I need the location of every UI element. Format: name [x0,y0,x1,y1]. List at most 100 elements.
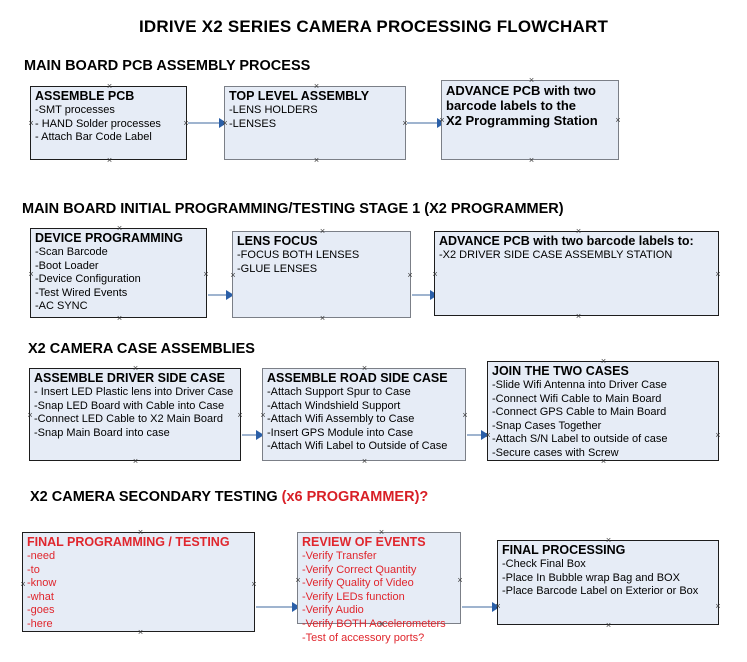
box-review-of-events-title: REVIEW OF EVENTS [302,535,426,549]
box-assemble-driver-side-case-title: ASSEMBLE DRIVER SIDE CASE [34,371,226,385]
box-final-processing-line-2: -Place Barcode Label on Exterior or Box [502,585,699,598]
connector-1b [407,122,441,124]
connector-2a [208,294,230,296]
box-assemble-pcb-title: ASSEMBLE PCB [35,89,135,103]
box-lens-focus-line-0: -FOCUS BOTH LENSES [237,249,360,261]
box-final-processing-title: FINAL PROCESSING [502,543,626,557]
box-assemble-pcb[interactable]: ASSEMBLE PCB -SMT processes - HAND Solde… [30,86,187,160]
box-lens-focus-line-1: -GLUE LENSES [237,262,318,275]
connector-3b [467,434,485,436]
arrow-2a-icon [226,290,234,300]
handle-bottom-icon[interactable] [361,458,368,465]
handle-bottom-icon[interactable] [605,622,612,629]
handle-left-icon[interactable] [432,271,439,278]
handle-bottom-icon[interactable] [106,157,113,164]
box-advance-pcb-driver-line-0: -X2 DRIVER SIDE CASE ASSEMBLY STATION [439,249,673,261]
box-device-programming-line-1: -Boot Loader [35,259,99,272]
box-assemble-road-side-case-line-1: -Attach Windshield Support [267,399,401,412]
handle-bottom-icon[interactable] [528,157,535,164]
box-assemble-road-side-case-line-3: -Insert GPS Module into Case [267,426,414,439]
box-device-programming-line-2: -Device Configuration [35,273,141,286]
box-join-the-two-cases-line-1: -Connect Wifi Cable to Main Board [492,392,662,405]
handle-bottom-icon[interactable] [132,458,139,465]
box-final-programming-testing-line-0: -need [27,550,56,562]
box-review-of-events-line-5: -Verify BOTH Accelerometers [302,617,446,630]
arrow-4a-icon [292,602,300,612]
section-heading-2: MAIN BOARD INITIAL PROGRAMMING/TESTING S… [22,201,564,217]
box-assemble-pcb-line-1: - HAND Solder processes [35,117,161,130]
box-advance-pcb-station[interactable]: ADVANCE PCB with two barcode labels to t… [441,80,619,160]
handle-bottom-icon[interactable] [575,313,582,320]
page-title: IDRIVE X2 SERIES CAMERA PROCESSING FLOWC… [138,17,609,36]
section-heading-2-text: MAIN BOARD INITIAL PROGRAMMING/TESTING S… [22,201,564,217]
section-heading-4-red-text: (x6 PROGRAMMER)? [281,489,429,505]
connector-4a [256,606,296,608]
handle-left-icon[interactable] [27,412,34,419]
box-review-of-events-line-2: -Verify Quality of Video [302,577,414,590]
handle-bottom-icon[interactable] [313,157,320,164]
section-heading-1: MAIN BOARD PCB ASSEMBLY PROCESS [24,58,310,74]
box-device-programming-line-3: -Test Wired Events [35,286,128,299]
box-final-programming-testing-line-5: -here [27,617,53,630]
box-join-the-two-cases-line-0: -Slide Wifi Antenna into Driver Case [492,379,667,391]
section-heading-4-text: X2 CAMERA SECONDARY TESTING [30,489,282,505]
handle-left-icon[interactable] [295,577,302,584]
box-final-programming-testing-line-2: -know [27,577,57,590]
box-join-the-two-cases-line-5: -Secure cases with Screw [492,446,619,459]
box-lens-focus-title: LENS FOCUS [237,234,318,248]
box-review-of-events-line-3: -Verify LEDs function [302,590,405,603]
box-top-level-assembly-line-0: -LENS HOLDERS [229,104,318,116]
box-final-programming-testing[interactable]: FINAL PROGRAMMING / TESTING -need -to -k… [22,532,255,632]
box-final-processing-line-1: -Place In Bubble wrap Bag and BOX [502,571,680,584]
box-review-of-events-line-1: -Verify Correct Quantity [302,563,417,576]
box-device-programming-line-0: -Scan Barcode [35,246,108,258]
box-lens-focus[interactable]: LENS FOCUS -FOCUS BOTH LENSES -GLUE LENS… [232,231,411,318]
box-device-programming-line-4: -AC SYNC [35,300,88,313]
section-heading-3-text: X2 CAMERA CASE ASSEMBLIES [28,341,255,357]
box-device-programming[interactable]: DEVICE PROGRAMMING -Scan Barcode -Boot L… [30,228,207,318]
section-heading-1-text: MAIN BOARD PCB ASSEMBLY PROCESS [24,58,311,74]
box-final-processing[interactable]: FINAL PROCESSING -Check Final Box -Place… [497,540,719,625]
box-final-programming-testing-line-3: -what [27,590,54,603]
handle-left-icon[interactable] [28,271,35,278]
box-assemble-driver-side-case-line-2: -Connect LED Cable to X2 Main Board [34,413,223,426]
handle-left-icon[interactable] [28,120,35,127]
box-assemble-driver-side-case-line-1: -Snap LED Board with Cable into Case [34,399,225,412]
box-join-the-two-cases[interactable]: JOIN THE TWO CASES -Slide Wifi Antenna i… [487,361,719,461]
box-review-of-events[interactable]: REVIEW OF EVENTS -Verify Transfer -Verif… [295,532,461,644]
box-final-programming-testing-line-4: -goes [27,604,55,617]
box-final-programming-testing-title: FINAL PROGRAMMING / TESTING [27,535,230,549]
box-advance-pcb-station-line-0: barcode labels to the [446,98,577,113]
handle-bottom-icon[interactable] [116,315,123,322]
arrow-4b-icon [492,602,500,612]
box-top-level-assembly-line-1: -LENSES [229,117,277,130]
arrow-1a-icon [219,118,227,128]
box-final-processing-line-0: -Check Final Box [502,558,586,570]
box-assemble-driver-side-case-line-0: - Insert LED Plastic lens into Driver Ca… [34,386,234,398]
handle-right-icon[interactable] [715,271,722,278]
box-join-the-two-cases-line-2: -Connect GPS Cable to Main Board [492,406,667,419]
handle-bottom-icon[interactable] [319,315,326,322]
section-heading-4: X2 CAMERA SECONDARY TESTING (x6 PROGRAMM… [30,489,428,505]
box-assemble-road-side-case[interactable]: ASSEMBLE ROAD SIDE CASE -Attach Support … [262,368,466,461]
handle-right-icon[interactable] [715,603,722,610]
box-advance-pcb-driver[interactable]: ADVANCE PCB with two barcode labels to: … [434,231,719,316]
section-heading-3: X2 CAMERA CASE ASSEMBLIES [28,341,255,357]
handle-left-icon[interactable] [20,581,27,588]
box-assemble-road-side-case-line-4: -Attach Wifi Label to Outside of Case [267,440,448,453]
arrow-3a-icon [256,430,264,440]
handle-left-icon[interactable] [230,272,237,279]
box-assemble-road-side-case-line-0: -Attach Support Spur to Case [267,386,411,398]
box-top-level-assembly[interactable]: TOP LEVEL ASSEMBLY -LENS HOLDERS -LENSES [224,86,406,160]
handle-left-icon[interactable] [260,412,267,419]
box-join-the-two-cases-title: JOIN THE TWO CASES [492,364,629,378]
box-advance-pcb-station-title: ADVANCE PCB with two [446,83,596,98]
box-join-the-two-cases-line-4: -Attach S/N Label to outside of case [492,433,668,446]
box-assemble-road-side-case-title: ASSEMBLE ROAD SIDE CASE [267,371,448,385]
box-assemble-road-side-case-line-2: -Attach Wifi Assembly to Case [267,413,415,426]
box-assemble-driver-side-case[interactable]: ASSEMBLE DRIVER SIDE CASE - Insert LED P… [29,368,241,461]
box-assemble-driver-side-case-line-3: -Snap Main Board into case [34,426,170,439]
box-device-programming-title: DEVICE PROGRAMMING [35,231,183,245]
box-assemble-pcb-line-2: - Attach Bar Code Label [35,131,152,144]
